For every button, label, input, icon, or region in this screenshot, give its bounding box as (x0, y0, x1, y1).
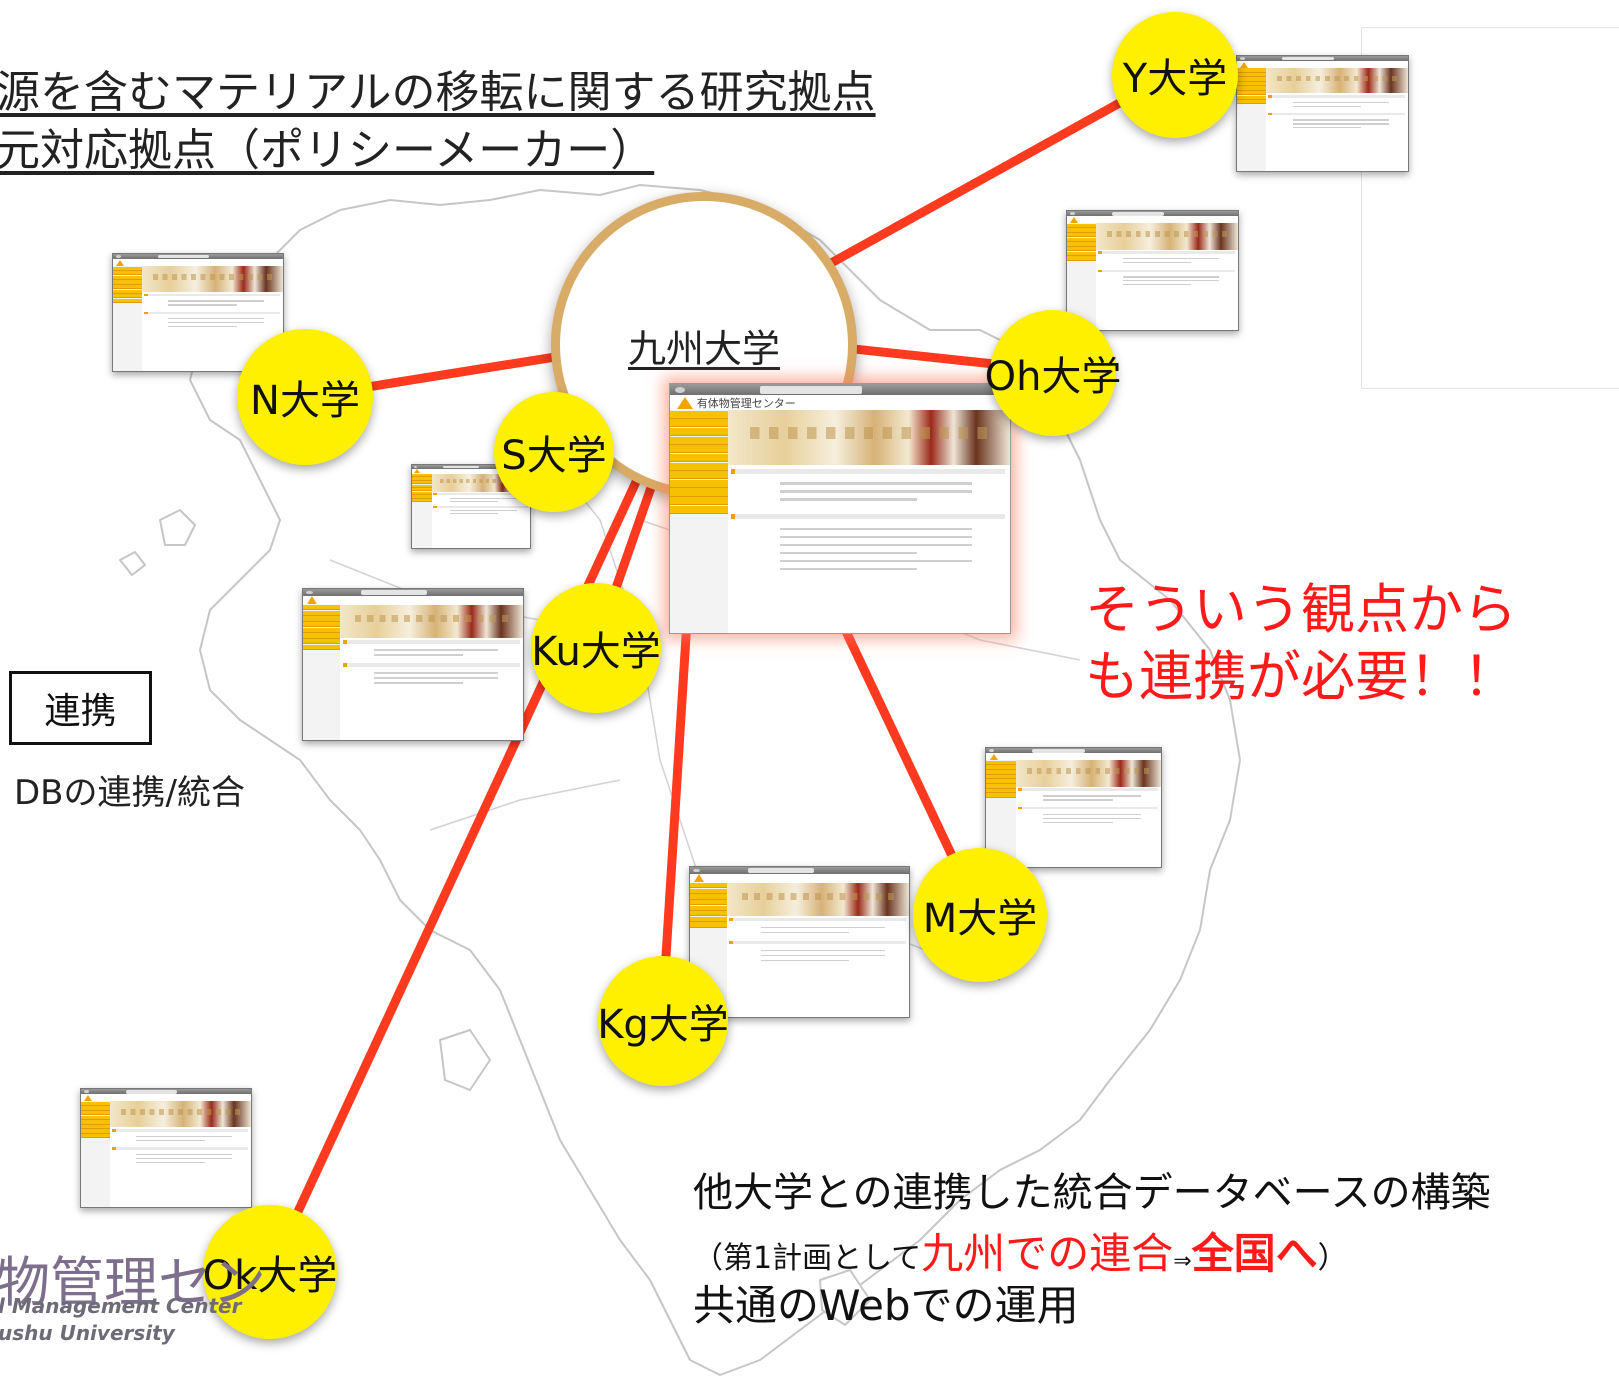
website-thumbnail (1236, 55, 1409, 172)
node-n-university: N大学 (237, 329, 373, 465)
prefecture-border (429, 779, 621, 831)
callout-line-2: も連携が必要！！ (1085, 645, 1517, 708)
site-title: 有体物管理センター (696, 396, 796, 410)
node-label: Y大学 (1122, 56, 1228, 102)
main-website-screenshot: 有体物管理センター (669, 383, 1011, 634)
node-m-university: M大学 (913, 848, 1047, 982)
website-thumbnail (985, 747, 1162, 868)
website-thumbnail (80, 1088, 252, 1208)
node-label: Kg大学 (597, 1002, 729, 1048)
island-outline (119, 551, 146, 576)
island-outline (819, 1269, 871, 1326)
nationwide-text: 全国へ (1191, 1229, 1318, 1278)
website-thumbnail (302, 588, 524, 741)
arrow-icon: ⇒ (1173, 1249, 1192, 1274)
website-thumbnail (1066, 210, 1239, 331)
bottom-line-3: 共通のWebでの運用 (693, 1281, 1079, 1330)
node-kg-university: Kg大学 (597, 956, 729, 1086)
bottom-line-1: 他大学との連携した統合データベースの構築 (693, 1170, 1491, 1216)
island-outline (439, 1029, 491, 1091)
node-ku-university: Ku大学 (531, 583, 661, 713)
link-ok (265, 328, 710, 1277)
bottom-line-2: （第1計画として九州での連合⇒全国へ） (693, 1220, 1348, 1281)
center-logo-english-1: l Management Center (0, 1294, 242, 1318)
hub-label: 九州大学 (627, 326, 780, 371)
callout-line-1: そういう観点から (1085, 578, 1517, 641)
island-outline (159, 509, 196, 546)
page-title-line-1: 源を含むマテリアルの移転に関する研究拠点 (0, 67, 876, 118)
renkei-label: 連携 (44, 691, 117, 732)
renkei-box: 連携 (9, 671, 152, 745)
site-logo-icon (676, 396, 693, 409)
node-s-university: S大学 (494, 392, 614, 512)
plan-prefix: （第1計画として (693, 1241, 922, 1276)
node-label: S大学 (501, 433, 607, 479)
center-logo-text: 物管理セン (0, 1251, 266, 1314)
center-logo-english-2: ushu University (0, 1321, 175, 1345)
node-label: N大学 (250, 378, 360, 424)
node-oh-university: Oh大学 (985, 310, 1121, 436)
page-title-line-2: 元対応拠点（ポリシーメーカー） (0, 125, 655, 176)
node-label: Ok大学 (202, 1253, 338, 1299)
node-label: Ku大学 (531, 629, 661, 675)
kyushu-union-text: 九州での連合 (921, 1229, 1174, 1278)
node-ok-university: Ok大学 (203, 1205, 337, 1339)
node-y-university: Y大学 (1112, 12, 1238, 138)
plan-suffix: ） (1317, 1241, 1348, 1276)
node-label: Oh大学 (984, 354, 1122, 400)
db-integration-text: DBの連携/統合 (14, 773, 245, 813)
node-label: M大学 (922, 896, 1038, 942)
